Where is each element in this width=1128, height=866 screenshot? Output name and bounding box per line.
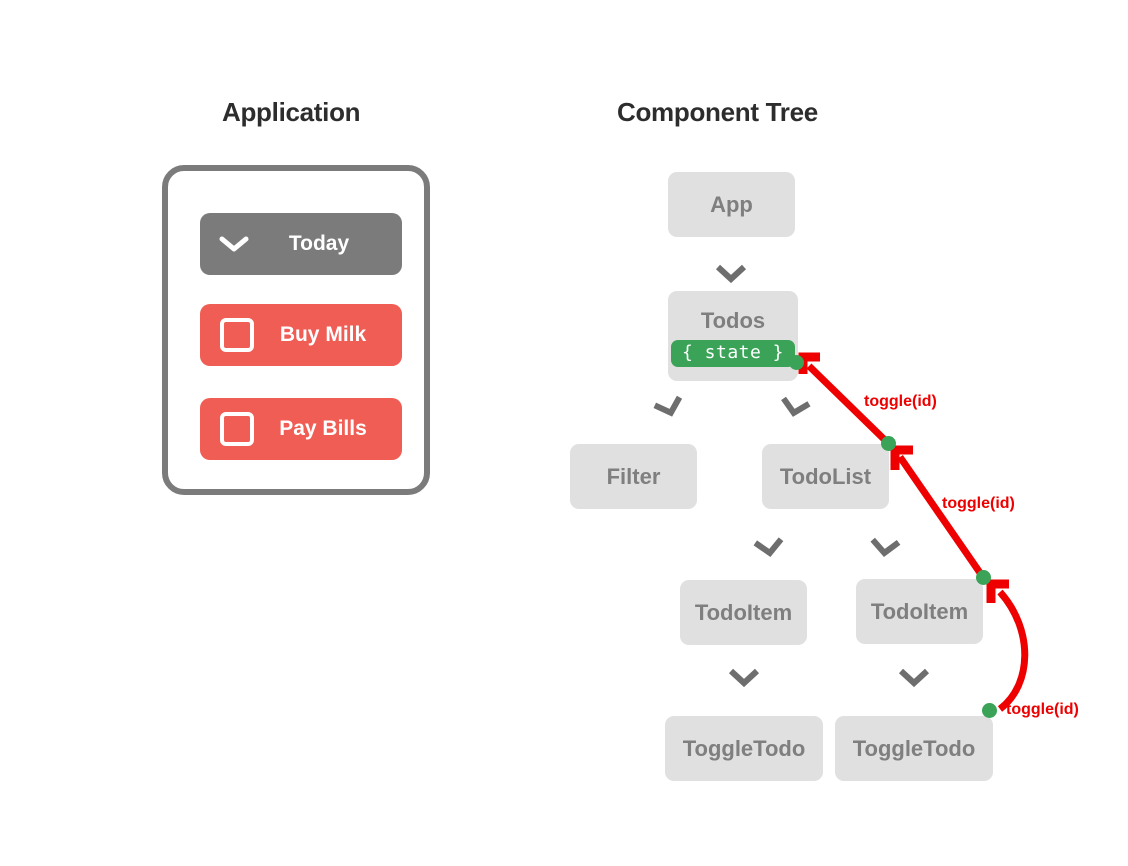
application-mock-frame: Today Buy Milk Pay Bills	[162, 165, 430, 495]
state-anchor-dot	[881, 436, 896, 451]
app-header-row-label: Today	[288, 232, 350, 255]
state-anchor-dot	[982, 703, 997, 718]
callback-arrow-line	[897, 455, 988, 582]
app-header-row-today[interactable]: Today	[200, 213, 402, 275]
app-todo-row[interactable]: Buy Milk	[200, 304, 402, 366]
state-anchor-dot	[789, 355, 804, 370]
app-todo-row-label: Buy Milk	[279, 323, 367, 346]
tree-node-label: TodoItem	[870, 598, 969, 624]
tree-node-label: Todos	[700, 308, 766, 333]
chevron-down-icon	[714, 262, 748, 284]
tree-node-label: Filter	[606, 463, 661, 489]
app-todo-row-label: Pay Bills	[279, 417, 367, 440]
tree-node-todoitem[interactable]: TodoItem	[856, 579, 983, 644]
tree-node-todos[interactable]: Todos { state }	[668, 291, 798, 381]
callback-arrow-head	[890, 445, 913, 470]
checkbox-unchecked-icon[interactable]	[220, 412, 254, 446]
application-column-title: Application	[222, 97, 361, 127]
tree-node-label: TodoItem	[694, 599, 793, 625]
tree-node-toggletodo[interactable]: ToggleTodo	[665, 716, 823, 781]
callback-arrow-head	[798, 352, 820, 374]
callback-label: toggle(id)	[1006, 701, 1079, 718]
tree-node-todoitem[interactable]: TodoItem	[680, 580, 807, 645]
tree-node-filter[interactable]: Filter	[570, 444, 697, 509]
chevron-down-icon	[649, 391, 688, 422]
tree-node-label: TodoList	[779, 463, 872, 489]
chevron-down-icon	[727, 666, 761, 688]
chevron-down-icon	[214, 235, 254, 253]
checkbox-unchecked-icon[interactable]	[220, 318, 254, 352]
tree-node-app[interactable]: App	[668, 172, 795, 237]
app-todo-row[interactable]: Pay Bills	[200, 398, 402, 460]
tree-node-label: App	[710, 191, 753, 217]
tree-node-toggletodo[interactable]: ToggleTodo	[835, 716, 993, 781]
chevron-down-icon	[751, 534, 788, 561]
callback-arrow-curve	[997, 589, 1029, 712]
state-anchor-dot	[976, 570, 991, 585]
chevron-down-icon	[897, 666, 931, 688]
callback-label: toggle(id)	[864, 393, 937, 410]
tree-node-label: ToggleTodo	[682, 735, 806, 761]
callback-label: toggle(id)	[942, 495, 1015, 512]
tree-node-label: ToggleTodo	[852, 735, 976, 761]
chevron-down-icon	[867, 534, 903, 559]
state-badge: { state }	[670, 340, 796, 367]
chevron-down-icon	[776, 393, 814, 422]
callback-arrow-head	[986, 579, 1009, 603]
component-tree-column-title: Component Tree	[617, 97, 818, 127]
tree-node-todolist[interactable]: TodoList	[762, 444, 889, 509]
